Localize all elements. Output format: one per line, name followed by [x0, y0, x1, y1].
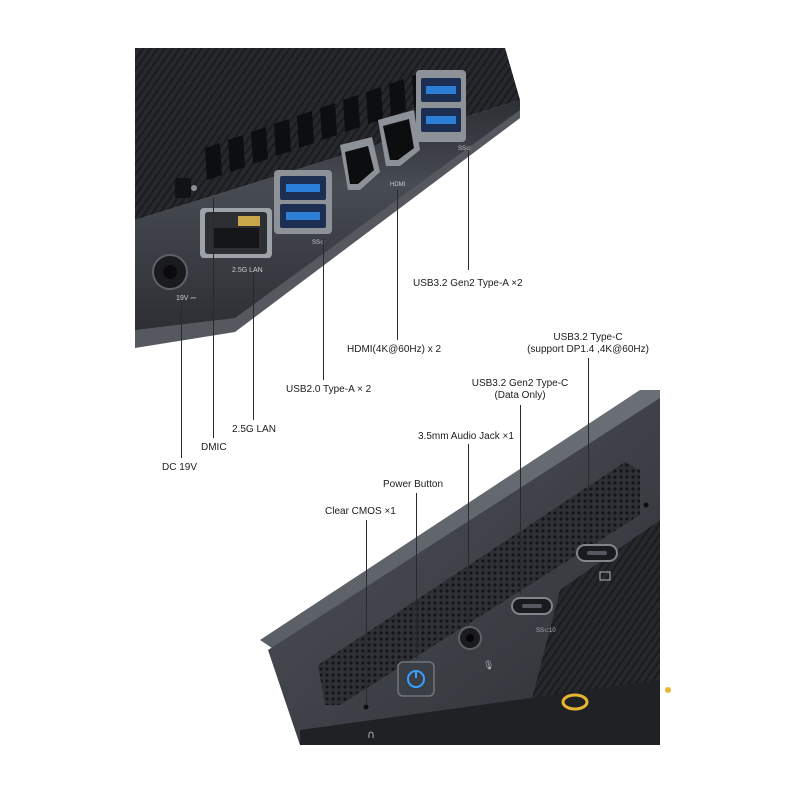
front-chassis	[260, 390, 660, 745]
clear-cmos-hole	[363, 704, 369, 710]
headphone-glyph: ∩	[367, 728, 375, 741]
dmic-port	[175, 178, 197, 198]
usbc-data-port: SS⊂10	[511, 597, 556, 634]
hdmi-engraving: HDMI	[390, 182, 406, 188]
hdmi-ports: HDMI	[340, 110, 420, 190]
label-usbc-data-line2: (Data Only)	[494, 390, 546, 401]
label-usb32a: USB3.2 Gen2 Type-A ×2	[413, 278, 523, 289]
label-usb2: USB2.0 Type-A × 2	[286, 384, 372, 395]
leader-dc	[181, 300, 182, 458]
dc-engraving: 19V ⎓	[176, 295, 196, 302]
usb2-ports: SS⊂	[274, 170, 332, 246]
dc-jack: 19V ⎓	[152, 254, 196, 302]
label-usbc-dp: USB3.2 Type-C (support DP1.4 ,4K@60Hz)	[518, 332, 658, 356]
label-dmic: DMIC	[201, 442, 227, 453]
leader-cmos	[366, 520, 367, 705]
label-usbc-dp-line2: (support DP1.4 ,4K@60Hz)	[527, 344, 649, 355]
lan-engraving: 2.5G LAN	[232, 267, 263, 274]
label-clear-cmos: Clear CMOS ×1	[325, 506, 396, 517]
audio-jack: 🎙	[458, 626, 494, 671]
usb32a-engraving: SS⊂	[458, 146, 471, 152]
label-power-button: Power Button	[383, 479, 444, 490]
usb32a-ports: SS⊂	[416, 70, 471, 152]
leader-usb2	[323, 238, 324, 380]
accent-ring	[561, 693, 589, 711]
leader-dmic	[213, 198, 214, 438]
label-usbc-data-line1: USB3.2 Gen2 Type-C	[471, 378, 569, 389]
leader-usb32a	[468, 150, 469, 270]
label-usbc-data: USB3.2 Gen2 Type-C (Data Only)	[470, 378, 570, 402]
svg-text:🎙: 🎙	[483, 660, 494, 671]
label-audio-jack: 3.5mm Audio Jack ×1	[418, 431, 514, 442]
leader-lan	[253, 272, 254, 420]
power-button	[397, 661, 435, 697]
leader-usbc-dp	[588, 358, 589, 543]
lan-port: 2.5G LAN	[200, 208, 272, 274]
usbc-engraving: SS⊂10	[536, 628, 556, 634]
leader-hdmi	[397, 190, 398, 340]
leader-audio	[468, 444, 469, 626]
leader-usbc-data	[520, 405, 521, 595]
label-2.5g-lan: 2.5G LAN	[232, 424, 276, 435]
label-hdmi: HDMI(4K@60Hz) x 2	[347, 344, 442, 355]
usb2-engraving: SS⊂	[312, 240, 325, 246]
label-usbc-dp-line1: USB3.2 Type-C	[553, 332, 623, 343]
label-dc-19v: DC 19V	[162, 462, 198, 473]
leader-power	[416, 493, 417, 659]
front-mesh-grille	[318, 462, 640, 705]
usbc-dp-port	[576, 544, 618, 581]
